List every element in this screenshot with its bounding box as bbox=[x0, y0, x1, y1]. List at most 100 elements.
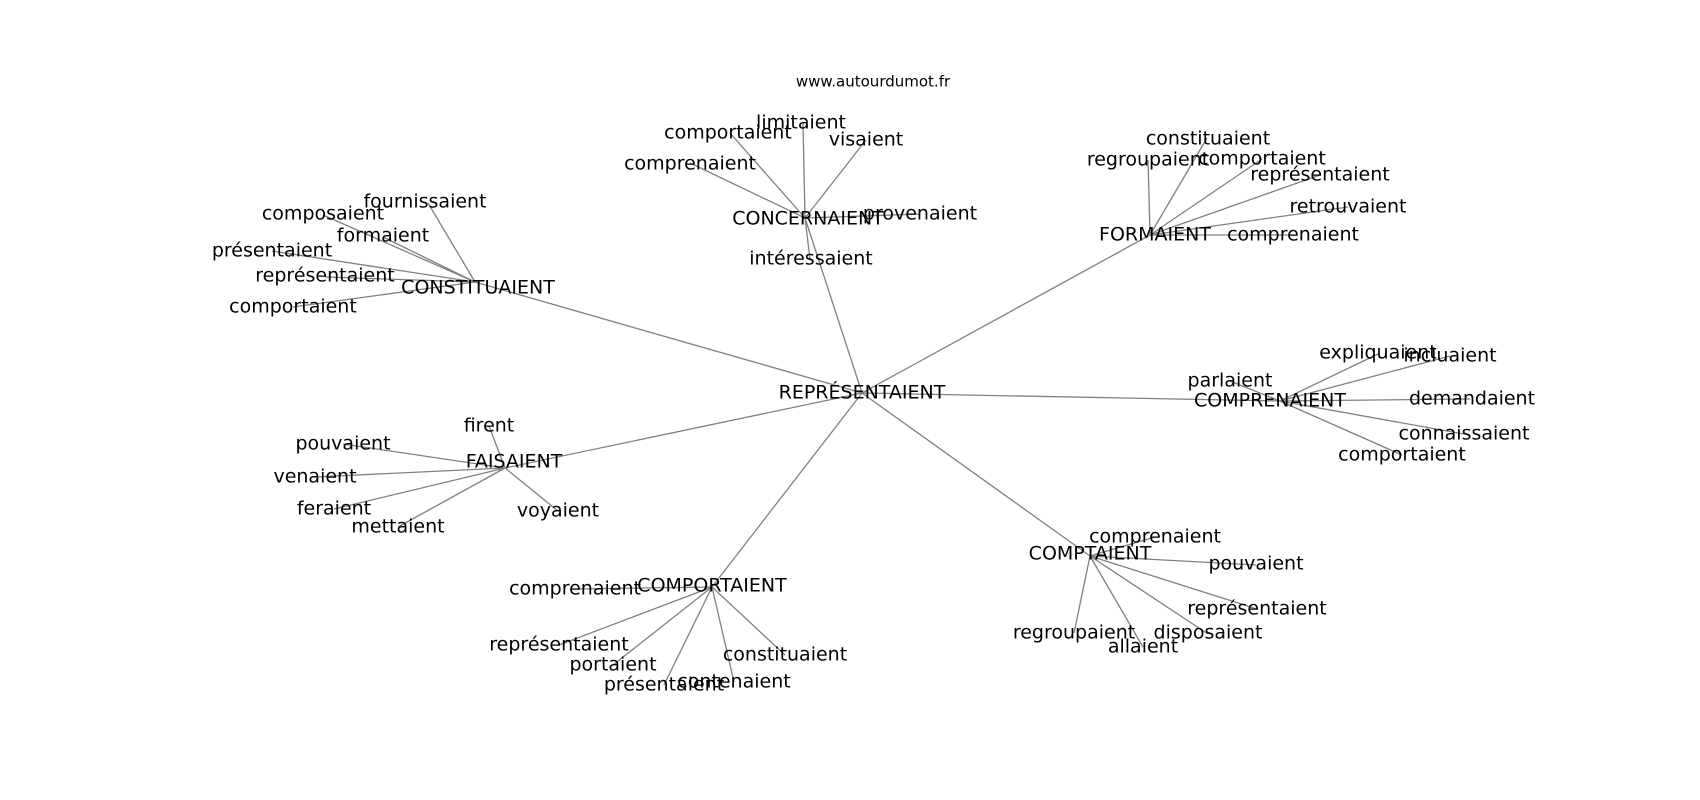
hub-comprenaient[interactable]: COMPRENAIENT bbox=[1194, 390, 1346, 412]
leaf-formaient-regroupaient[interactable]: regroupaient bbox=[1087, 149, 1209, 171]
edge-concernaient-interessaient bbox=[804, 217, 811, 260]
leaf-comprenaient-connaissaient[interactable]: connaissaient bbox=[1399, 423, 1530, 445]
leaf-formaient-comportaient[interactable]: comportaient bbox=[1198, 148, 1326, 170]
hub-comportaient[interactable]: COMPORTAIENT bbox=[637, 575, 787, 597]
leaf-faisaient-venaient[interactable]: venaient bbox=[273, 466, 356, 488]
edge-comprenaient-expliquaient bbox=[1279, 353, 1379, 402]
leaf-concernaient-limitaient[interactable]: limitaient bbox=[756, 112, 846, 134]
edge-formaient-constituaient bbox=[1149, 137, 1208, 236]
leaf-comprenaient-demandaient[interactable]: demandaient bbox=[1409, 388, 1535, 410]
edge-concernaient-comportaient bbox=[729, 132, 806, 219]
edge-faisaient-mettaient bbox=[397, 467, 506, 528]
leaf-constituaient-formaient[interactable]: formaient bbox=[337, 225, 429, 247]
edge-center-formaient bbox=[861, 234, 1151, 394]
leaf-comptaient-regroupaient[interactable]: regroupaient bbox=[1013, 622, 1135, 644]
edge-constituaient-comportaient bbox=[292, 281, 476, 308]
hub-formaient[interactable]: FORMAIENT bbox=[1099, 224, 1211, 246]
edge-comportaient-presentaient bbox=[663, 586, 713, 686]
hub-concernaient[interactable]: CONCERNAIENT bbox=[732, 208, 884, 230]
edge-center-faisaient bbox=[504, 392, 863, 469]
edges-layer bbox=[271, 122, 1471, 686]
edge-comprenaient-demandaient bbox=[1279, 398, 1471, 402]
edge-faisaient-venaient bbox=[314, 467, 506, 478]
leaf-concernaient-comprenaient[interactable]: comprenaient bbox=[624, 153, 756, 175]
leaf-constituaient-representaient[interactable]: représentaient bbox=[255, 265, 394, 287]
edge-comportaient-contenaient bbox=[711, 586, 735, 683]
leaf-comptaient-comprenaient[interactable]: comprenaient bbox=[1089, 526, 1221, 548]
leaf-comprenaient-expliquaient[interactable]: expliquaient bbox=[1319, 342, 1436, 364]
leaf-faisaient-pouvaient[interactable]: pouvaient bbox=[295, 433, 390, 455]
edge-comportaient-portaient bbox=[612, 586, 713, 666]
source-url[interactable]: www.autourdumot.fr bbox=[796, 73, 951, 91]
edge-comptaient-comprenaient bbox=[1089, 536, 1156, 557]
edge-comptaient-regroupaient bbox=[1073, 555, 1091, 634]
leaf-comprenaient-comportaient[interactable]: comportaient bbox=[1338, 444, 1466, 466]
edge-faisaient-pouvaient bbox=[342, 443, 506, 469]
leaf-formaient-retrouvaient[interactable]: retrouvaient bbox=[1290, 196, 1407, 218]
edge-concernaient-visaient bbox=[804, 139, 867, 219]
edge-comptaient-representaient bbox=[1089, 555, 1258, 610]
leaf-concernaient-interessaient[interactable]: intéressaient bbox=[749, 248, 872, 270]
edge-formaient-representaient bbox=[1149, 174, 1321, 236]
leaf-constituaient-presentaient[interactable]: présentaient bbox=[212, 240, 332, 262]
edge-comptaient-pouvaient bbox=[1089, 555, 1257, 566]
leaf-comportaient-constituaient[interactable]: constituaient bbox=[723, 644, 847, 666]
leaf-concernaient-visaient[interactable]: visaient bbox=[829, 129, 904, 151]
edge-faisaient-feraient bbox=[333, 467, 506, 510]
edge-comportaient-representaient bbox=[558, 586, 713, 646]
leaf-faisaient-voyaient[interactable]: voyaient bbox=[517, 500, 599, 522]
edge-faisaient-voyaient bbox=[504, 467, 559, 512]
edge-formaient-regroupaient bbox=[1147, 159, 1151, 236]
leaf-concernaient-comportaient[interactable]: comportaient bbox=[664, 122, 792, 144]
leaf-faisaient-feraient[interactable]: feraient bbox=[297, 498, 371, 520]
edge-comprenaient-comportaient bbox=[1279, 400, 1403, 456]
edge-comptaient-disposaient bbox=[1089, 555, 1209, 635]
hub-constituaient[interactable]: CONSTITUAIENT bbox=[401, 277, 555, 299]
edge-concernaient-limitaient bbox=[802, 122, 806, 219]
leaf-comportaient-presentaient[interactable]: présentaient bbox=[604, 674, 724, 696]
edge-center-constituaient bbox=[474, 281, 863, 394]
edge-concernaient-provenaient bbox=[804, 213, 921, 219]
edge-faisaient-firent bbox=[488, 425, 506, 469]
edge-comprenaient-parlaient bbox=[1229, 380, 1281, 402]
edge-center-concernaient bbox=[804, 217, 863, 394]
edge-formaient-comportaient bbox=[1149, 158, 1263, 236]
edge-comportaient-constituaient bbox=[711, 586, 786, 656]
leaf-faisaient-firent[interactable]: firent bbox=[464, 415, 515, 437]
leaf-comprenaient-incluaient[interactable]: incluaient bbox=[1403, 345, 1496, 367]
edge-center-comptaient bbox=[861, 392, 1091, 557]
edge-center-comprenaient bbox=[861, 392, 1281, 402]
edge-constituaient-formaient bbox=[382, 236, 476, 283]
center-word[interactable]: REPRÉSENTAIENT bbox=[779, 381, 946, 404]
leaf-formaient-constituaient[interactable]: constituaient bbox=[1146, 128, 1270, 150]
leaf-formaient-comprenaient[interactable]: comprenaient bbox=[1227, 224, 1359, 246]
hub-faisaient[interactable]: FAISAIENT bbox=[466, 451, 563, 473]
leaf-comprenaient-parlaient[interactable]: parlaient bbox=[1188, 370, 1273, 392]
edge-concernaient-comprenaient bbox=[689, 162, 806, 219]
edge-constituaient-fournissaient bbox=[427, 202, 476, 283]
leaf-comptaient-allaient[interactable]: allaient bbox=[1108, 636, 1178, 658]
leaf-comportaient-contenaient[interactable]: contenaient bbox=[677, 671, 790, 693]
labels-layer: REPRÉSENTAIENTCONCERNAIENTlimitaientcomp… bbox=[212, 112, 1535, 696]
edge-comportaient-comprenaient bbox=[574, 586, 713, 590]
edge-comprenaient-connaissaient bbox=[1279, 400, 1465, 435]
leaf-comportaient-representaient[interactable]: représentaient bbox=[489, 634, 628, 656]
edge-comptaient-allaient bbox=[1089, 555, 1144, 648]
hub-comptaient[interactable]: COMPTAIENT bbox=[1029, 543, 1152, 565]
leaf-comptaient-representaient[interactable]: représentaient bbox=[1187, 598, 1326, 620]
leaf-comptaient-pouvaient[interactable]: pouvaient bbox=[1208, 553, 1303, 575]
leaf-constituaient-fournissaient[interactable]: fournissaient bbox=[363, 191, 486, 213]
leaf-comportaient-portaient[interactable]: portaient bbox=[569, 654, 656, 676]
edge-formaient-retrouvaient bbox=[1149, 206, 1349, 236]
leaf-constituaient-composaient[interactable]: composaient bbox=[262, 203, 384, 225]
edge-constituaient-presentaient bbox=[271, 250, 476, 283]
leaf-faisaient-mettaient[interactable]: mettaient bbox=[351, 516, 444, 538]
edge-comprenaient-incluaient bbox=[1279, 355, 1451, 402]
leaf-comportaient-comprenaient[interactable]: comprenaient bbox=[509, 578, 641, 600]
leaf-concernaient-provenaient[interactable]: provenaient bbox=[863, 203, 977, 225]
edge-center-comportaient bbox=[711, 392, 863, 588]
leaf-comptaient-disposaient[interactable]: disposaient bbox=[1154, 622, 1263, 644]
leaf-formaient-representaient[interactable]: représentaient bbox=[1250, 164, 1389, 186]
leaf-constituaient-comportaient[interactable]: comportaient bbox=[229, 296, 357, 318]
